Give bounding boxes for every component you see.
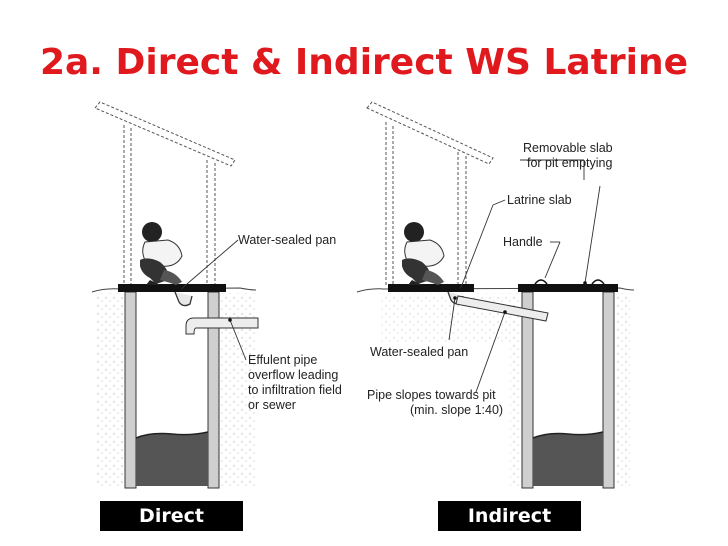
- indirect-handle-left: [534, 279, 548, 285]
- direct-label-effluent-line-3: to infiltration field: [248, 383, 342, 397]
- indirect-pit-wall-right: [602, 291, 615, 489]
- indirect-caption: Indirect: [438, 501, 581, 531]
- indirect-label-water-sealed-pan: Water-sealed pan: [370, 345, 468, 359]
- indirect-label-pipe-slope-2: (min. slope 1:40): [410, 403, 503, 417]
- indirect-pit-wall-left: [521, 291, 534, 489]
- indirect-label-handle: Handle: [503, 235, 543, 249]
- direct-label-effluent-line-4: or sewer: [248, 398, 296, 412]
- direct-leader-lines: [179, 239, 247, 361]
- indirect-diagram: Removable slab for pit emptying Latrine …: [356, 101, 635, 489]
- direct-water-sealed-pan: [174, 291, 193, 307]
- indirect-handle-right: [591, 279, 605, 285]
- indirect-removable-slab: [518, 284, 618, 292]
- direct-squatting-person: [140, 222, 183, 285]
- direct-sludge: [136, 432, 208, 486]
- indirect-shelter-outline: [366, 101, 494, 285]
- indirect-sloping-pipe: [455, 295, 549, 322]
- direct-label-effluent-line-2: overflow leading: [248, 368, 338, 382]
- indirect-label-pipe-slope-1: Pipe slopes towards pit: [367, 388, 496, 402]
- direct-effluent-pipe: [185, 317, 259, 335]
- direct-diagram: Water-sealed pan Effulent pipe overflow …: [91, 101, 342, 489]
- indirect-label-removable-slab-2: for pit emptying: [527, 156, 613, 170]
- direct-label-effluent-line-1: Effulent pipe: [248, 353, 317, 367]
- indirect-label-removable-slab-1: Removable slab: [523, 141, 613, 155]
- direct-shelter-outline: [94, 101, 236, 285]
- indirect-latrine-slab: [388, 284, 474, 292]
- indirect-leader-lines: [448, 159, 601, 393]
- indirect-label-latrine-slab: Latrine slab: [507, 193, 572, 207]
- indirect-squatting-person: [402, 222, 445, 285]
- indirect-sludge: [533, 432, 603, 486]
- direct-latrine-slab: [118, 284, 226, 292]
- direct-caption: Direct: [100, 501, 243, 531]
- indirect-ground-line: [356, 287, 635, 293]
- direct-pit-wall-left: [124, 291, 137, 489]
- page-title: 2a. Direct & Indirect WS Latrine: [39, 42, 689, 83]
- direct-label-water-sealed-pan: Water-sealed pan: [238, 233, 336, 247]
